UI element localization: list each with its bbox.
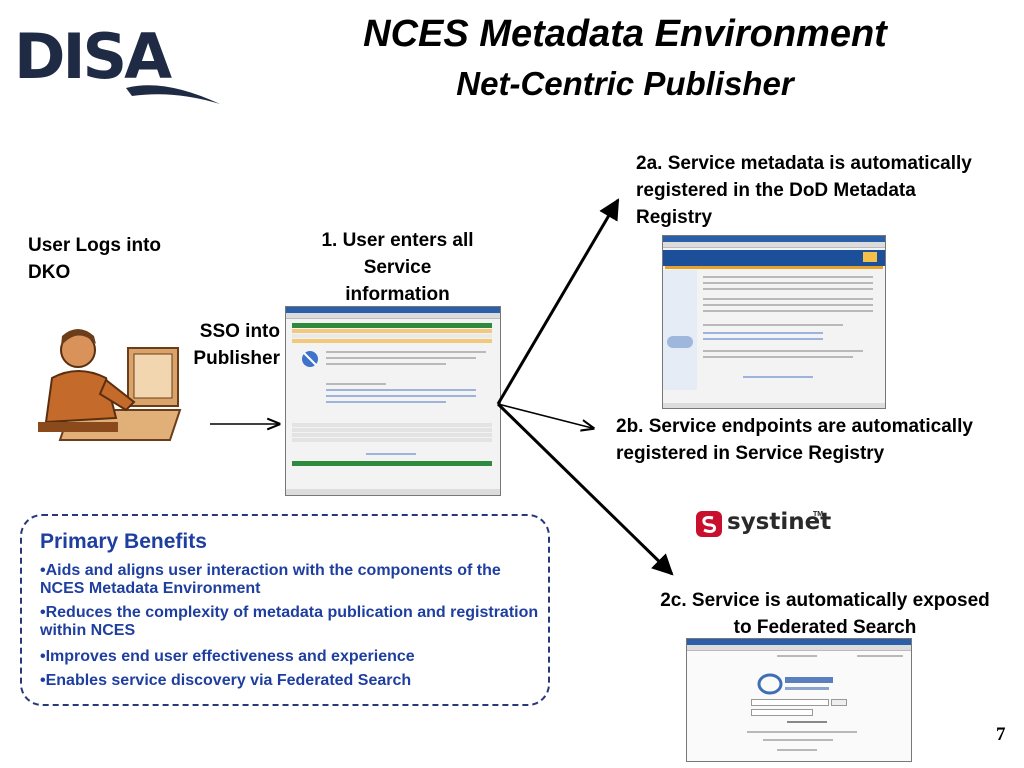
benefit-item: •Reduces the complexity of metadata publ… bbox=[40, 604, 539, 639]
step-2a-label: 2a. Service metadata is automatically re… bbox=[636, 153, 972, 228]
page-subtitle: Net-Centric Publisher bbox=[456, 65, 794, 102]
sso-label: SSO into Publisher bbox=[193, 321, 280, 369]
systinet-logo: systinet TM bbox=[695, 508, 835, 540]
page-title: NCES Metadata Environment bbox=[363, 13, 887, 55]
benefits-title: Primary Benefits bbox=[40, 530, 207, 553]
user-at-computer-icon bbox=[38, 329, 182, 441]
logo-swoosh-icon bbox=[126, 85, 220, 104]
benefit-item: •Aids and aligns user interaction with t… bbox=[40, 562, 501, 597]
systinet-badge-icon bbox=[696, 511, 722, 537]
federated-search-screenshot bbox=[686, 638, 912, 762]
publisher-globe-icon bbox=[302, 351, 318, 367]
publisher-screenshot bbox=[285, 306, 501, 496]
disa-logo: DISA bbox=[14, 18, 224, 108]
primary-benefits-box bbox=[20, 514, 550, 706]
benefit-item: •Improves end user effectiveness and exp… bbox=[40, 648, 415, 665]
registry-screenshot bbox=[662, 235, 886, 409]
arrow-to-registry bbox=[496, 198, 620, 405]
arrow-to-federated-search bbox=[496, 402, 674, 576]
page-number: 7 bbox=[996, 724, 1006, 745]
nces-search-logo-icon bbox=[757, 673, 833, 695]
systinet-trademark: TM bbox=[813, 511, 824, 518]
user-logs-label: User Logs into DKO bbox=[28, 235, 162, 283]
systinet-text: systinet bbox=[727, 509, 832, 535]
step-2b-label: 2b. Service endpoints are automatically … bbox=[616, 416, 973, 464]
user-enters-label: 1. User enters all Service information bbox=[321, 230, 474, 305]
disa-logo-text: DISA bbox=[14, 20, 172, 93]
benefit-item: •Enables service discovery via Federated… bbox=[40, 672, 412, 689]
step-2c-label: 2c. Service is automatically exposed to … bbox=[660, 590, 990, 638]
arrow-to-service-registry bbox=[497, 403, 592, 428]
